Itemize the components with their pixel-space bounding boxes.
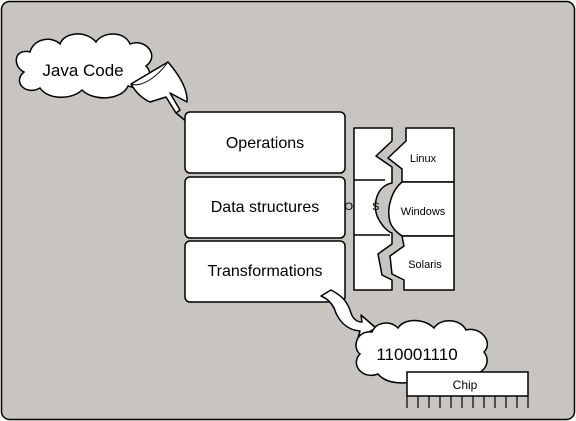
chip-label: Chip [453,378,478,392]
layer-label: Data structures [211,199,319,216]
platform-linux: Linux [387,127,455,183]
layer-data-structures: Data structures [184,176,346,239]
layer-label: Transformations [208,263,323,280]
os-puzzle-piece: O S [345,127,393,291]
binary-cloud: 110001110 [355,319,489,386]
chip-body [406,371,529,397]
binary-label: 110001110 [376,345,457,364]
source-label: Java Code [42,61,123,80]
platform-label: Windows [401,206,446,218]
layer-operations: Operations [184,111,346,174]
layer-transformations: Transformations [184,240,346,303]
platform-solaris: Solaris [389,235,455,291]
chip-icon: Chip [406,371,529,408]
platform-label: Linux [410,153,437,165]
platform-windows: Windows [388,181,455,237]
platform-label: Solaris [408,259,442,271]
layer-label: Operations [226,135,304,152]
os-label: O S [345,201,388,213]
chip-pins [406,396,529,408]
